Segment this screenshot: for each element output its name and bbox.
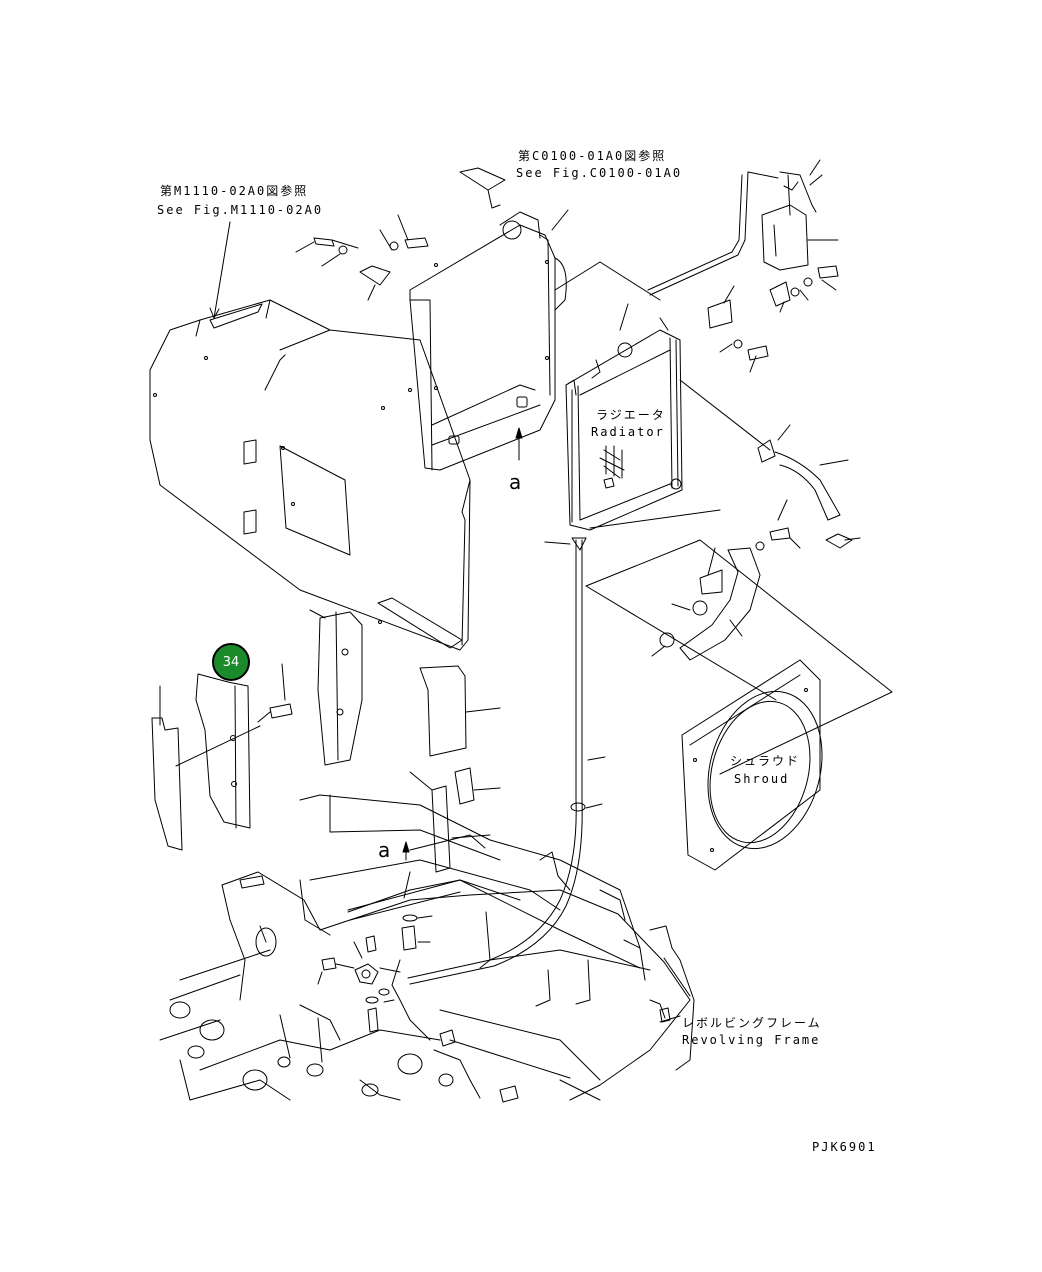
reservoir-tank [648, 160, 838, 372]
reference-label-m1110-en: See Fig.M1110-02A0 [157, 203, 324, 217]
revolving-frame [160, 772, 694, 1102]
reference-label-m1110-jp: 第M1110-02A0図参照 [160, 184, 309, 198]
radiator-label-en: Radiator [591, 425, 665, 439]
reference-label-c0100-en: See Fig.C0100-01A0 [516, 166, 683, 180]
shroud-label-en: Shroud [734, 772, 790, 786]
drawing-code: PJK6901 [812, 1140, 877, 1154]
frame-label-en: Revolving Frame [682, 1033, 821, 1047]
drain-hose [408, 538, 605, 984]
fan-shroud [682, 660, 839, 870]
drain-valve-assembly [318, 842, 432, 1032]
shroud-label-jp: シュラウド [730, 754, 801, 768]
part-callout-34[interactable]: 34 [212, 643, 250, 681]
view-marker-lower: a [378, 838, 391, 862]
radiator-support-frame [410, 168, 568, 470]
radiator-label-jp: ラジエータ [596, 408, 666, 422]
view-marker-upper: a [509, 470, 522, 494]
side-cover-panel [150, 222, 470, 650]
mounting-bolts-upper [296, 215, 628, 330]
radiator-hoses [555, 262, 892, 774]
frame-label-jp: レボルビングフレーム [682, 1016, 822, 1030]
radiator-core [566, 318, 682, 530]
side-plates [152, 610, 500, 850]
frame-bracket [348, 880, 650, 970]
reference-label-c0100-jp: 第C0100-01A0図参照 [518, 149, 667, 163]
